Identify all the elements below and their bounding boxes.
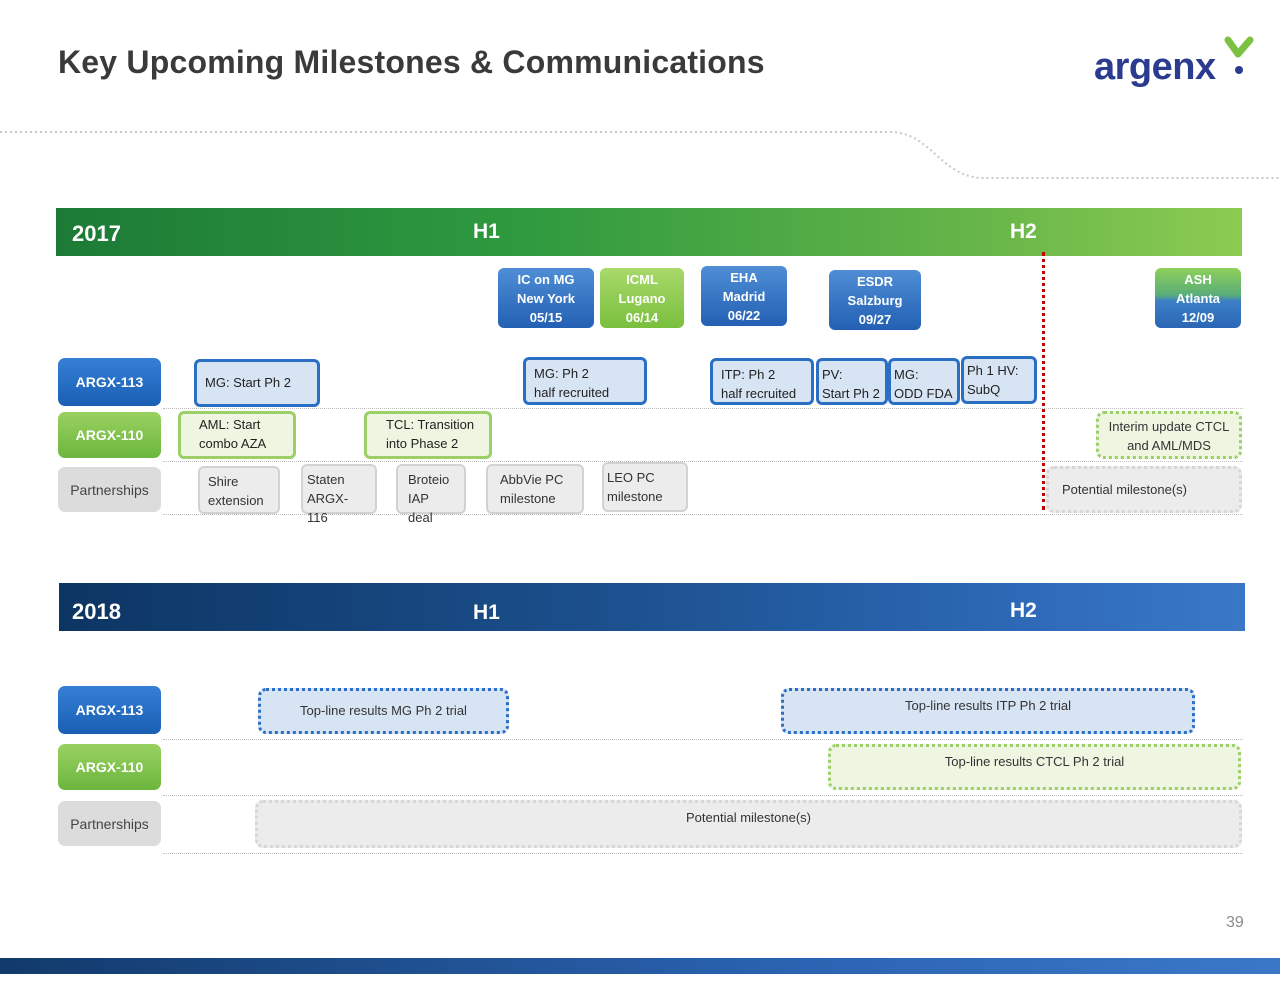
milestone-itp-ph2-half-recruited: ITP: Ph 2 half recruited: [710, 358, 814, 405]
milestone-text: ODD FDA: [894, 386, 953, 401]
h1-label: H1: [473, 220, 500, 243]
milestone-ph1-hv-subq: Ph 1 HV: SubQ: [961, 356, 1037, 404]
milestone-mg-odd-fda: MG: ODD FDA: [888, 358, 960, 405]
milestone-text: extension: [208, 493, 264, 508]
conference-icml-lugano: ICML Lugano 06/14: [600, 268, 684, 328]
milestone-text: PV:: [822, 367, 843, 382]
row-separator: [163, 514, 1243, 515]
row-label-argx-113: ARGX-113: [58, 358, 161, 406]
page-number: 39: [1226, 914, 1244, 931]
conference-line: 12/09: [1181, 310, 1215, 325]
milestone-leo-pc-milestone: LEO PC milestone: [602, 462, 688, 512]
argenx-logo-mark-icon: [1224, 36, 1254, 74]
year-label: 2018: [72, 599, 121, 624]
milestone-text: MG: Ph 2: [534, 366, 589, 381]
milestone-abbvie-pc-milestone: AbbVie PC milestone: [486, 464, 584, 514]
milestone-text: MG: Start Ph 2: [205, 375, 291, 390]
milestone-tcl-transition-phase2: TCL: Transition into Phase 2: [364, 411, 492, 459]
timeline-bar-2017: 2017 H1 H2: [56, 208, 1242, 256]
conference-esdr-salzburg: ESDR Salzburg 09/27: [829, 270, 921, 330]
row-label-argx-110: ARGX-110: [58, 744, 161, 790]
milestone-text: milestone: [607, 489, 663, 504]
milestone-shire-extension: Shire extension: [198, 466, 280, 514]
milestone-mg-ph2-half-recruited: MG: Ph 2 half recruited: [523, 357, 647, 405]
milestone-text: Start Ph 2: [822, 386, 880, 401]
milestone-text: LEO PC: [607, 470, 655, 485]
milestone-text: Staten: [307, 472, 345, 487]
milestone-text: Potential milestone(s): [1062, 482, 1187, 497]
milestone-text: AML: Start: [199, 417, 261, 432]
milestone-topline-mg-ph2: Top-line results MG Ph 2 trial: [258, 688, 509, 734]
page-title: Key Upcoming Milestones & Communications: [58, 44, 765, 80]
milestone-text: AbbVie PC: [500, 472, 564, 487]
milestone-pv-start-ph2: PV: Start Ph 2: [816, 358, 888, 405]
conference-line: 09/27: [858, 312, 892, 327]
conference-line: Lugano: [618, 291, 666, 306]
timeline-bar-2018: 2018 H1 H2: [59, 583, 1245, 631]
milestone-text: Interim update CTCL: [1108, 419, 1230, 434]
year-label: 2017: [72, 221, 121, 246]
milestone-text: half recruited: [721, 386, 797, 401]
argenx-logo: argenx: [1094, 46, 1216, 88]
milestone-text: Shire: [208, 474, 239, 489]
milestone-potential-2017: Potential milestone(s): [1046, 466, 1242, 513]
conference-line: Salzburg: [847, 293, 903, 308]
conference-line: IC on MG: [517, 272, 575, 287]
conference-line: ESDR: [856, 274, 894, 289]
conference-ic-mg-new-york: IC on MG New York 05/15: [498, 268, 594, 328]
milestone-text: into Phase 2: [386, 436, 459, 451]
conference-line: ICML: [626, 272, 658, 287]
milestone-mg-start-ph2: MG: Start Ph 2: [194, 359, 320, 407]
milestone-text: MG:: [894, 367, 919, 382]
milestone-text: SubQ: [967, 382, 1001, 397]
conference-line: 06/14: [625, 310, 659, 325]
milestone-text: IAP deal: [408, 491, 433, 525]
milestone-aml-start-combo-aza: AML: Start combo AZA: [178, 411, 296, 459]
milestone-text: Broteio: [408, 472, 450, 487]
milestone-text: TCL: Transition: [386, 417, 475, 432]
row-label-argx-110: ARGX-110: [58, 412, 161, 458]
row-separator: [163, 739, 1243, 740]
milestone-text: ITP: Ph 2: [721, 367, 776, 382]
milestone-staten-argx-116: Staten ARGX-116: [301, 464, 377, 525]
conference-line: Madrid: [722, 289, 766, 304]
row-label-partnerships: Partnerships: [58, 801, 161, 846]
milestone-interim-update-ctcl-aml-mds: Interim update CTCL and AML/MDS: [1096, 411, 1242, 459]
h2-label: H2: [1010, 220, 1037, 243]
milestone-text: combo AZA: [199, 436, 267, 451]
conference-line: EHA: [730, 270, 758, 285]
h1-label: H1: [473, 601, 500, 624]
conference-eha-madrid: EHA Madrid 06/22: [701, 266, 787, 326]
h2-label: H2: [1010, 599, 1037, 622]
row-label-argx-113: ARGX-113: [58, 686, 161, 734]
conference-line: ASH: [1184, 272, 1212, 287]
row-separator: [163, 408, 1243, 409]
row-separator: [163, 461, 1243, 462]
milestone-text: and AML/MDS: [1127, 438, 1211, 453]
conference-line: 06/22: [727, 308, 761, 323]
row-separator: [163, 795, 1243, 796]
milestone-topline-ctcl-ph2: Top-line results CTCL Ph 2 trial: [828, 744, 1241, 790]
milestone-text: milestone: [500, 491, 556, 506]
milestone-text: Ph 1 HV:: [967, 363, 1019, 378]
row-label-partnerships: Partnerships: [58, 467, 161, 512]
header-divider: [0, 131, 1280, 179]
milestone-broteio-iap-deal: Broteio IAP deal: [396, 464, 466, 525]
milestone-topline-itp-ph2: Top-line results ITP Ph 2 trial: [781, 688, 1195, 734]
footer-bar: [0, 958, 1280, 974]
conference-line: New York: [516, 291, 576, 306]
conference-line: 05/15: [529, 310, 563, 325]
conference-line: Atlanta: [1175, 291, 1221, 306]
conference-ash-atlanta: ASH Atlanta 12/09: [1155, 268, 1241, 328]
h2-divider-line: [1042, 252, 1045, 510]
milestone-text: half recruited: [534, 385, 610, 400]
milestone-text: ARGX-116: [307, 491, 349, 525]
milestone-potential-2018: Potential milestone(s): [255, 800, 1242, 848]
row-separator: [163, 853, 1243, 854]
